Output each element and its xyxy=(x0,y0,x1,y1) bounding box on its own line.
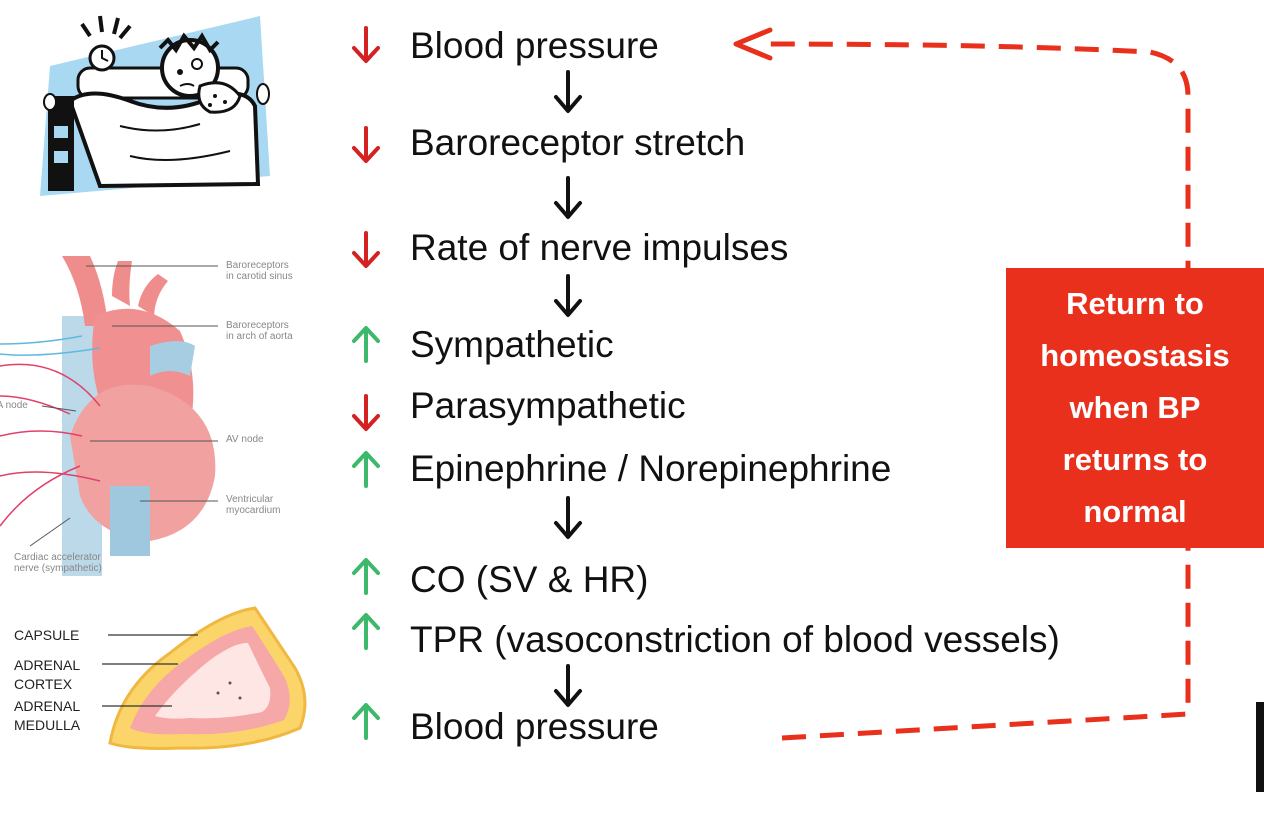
step-blood-pressure-initial: Blood pressure xyxy=(410,25,659,66)
logo-fragment xyxy=(1256,702,1264,792)
adrenal-gland-illustration xyxy=(108,606,307,750)
sleeping-person-illustration xyxy=(40,15,270,196)
decrease-arrow-icon xyxy=(352,394,380,431)
step-parasympathetic: Parasympathetic xyxy=(410,385,686,426)
label-sa-node: SA node xyxy=(0,400,28,411)
step-tpr: TPR (vasoconstriction of blood vessels) xyxy=(410,619,1060,660)
flow-arrow-icon xyxy=(554,176,582,219)
label-arch-of-aorta: Baroreceptors in arch of aorta xyxy=(226,320,293,342)
step-blood-pressure-final: Blood pressure xyxy=(410,706,659,747)
flow-arrow-icon xyxy=(554,496,582,539)
decrease-arrow-icon xyxy=(352,26,380,63)
increase-arrow-icon xyxy=(352,326,380,363)
flow-arrow-icon xyxy=(554,274,582,317)
label-adrenal-medulla: ADRENAL MEDULLA xyxy=(14,698,81,733)
flow-arrow-icon xyxy=(554,664,582,707)
label-carotid-sinus: Baroreceptors in carotid sinus xyxy=(226,260,293,282)
label-cardiac-accelerator-nerve: Cardiac accelerator nerve (sympathetic) xyxy=(14,552,102,574)
label-av-node: AV node xyxy=(226,434,264,445)
step-sympathetic: Sympathetic xyxy=(410,324,614,365)
step-epinephrine-norepinephrine: Epinephrine / Norepinephrine xyxy=(410,448,892,489)
return-to-homeostasis-box: Return to homeostasis when BP returns to… xyxy=(1006,268,1264,548)
increase-arrow-icon xyxy=(352,703,380,740)
step-rate-of-nerve-impulses: Rate of nerve impulses xyxy=(410,227,789,268)
label-adrenal-cortex: ADRENAL CORTEX xyxy=(14,657,81,692)
decrease-arrow-icon xyxy=(352,126,380,163)
label-ventricular-myocardium: Ventricular myocardium xyxy=(226,494,281,516)
increase-arrow-icon xyxy=(352,558,380,595)
flow-arrow-icon xyxy=(554,70,582,113)
decrease-arrow-icon xyxy=(352,231,380,268)
label-capsule: CAPSULE xyxy=(14,627,80,643)
return-to-homeostasis-label: Return to homeostasis when BP returns to… xyxy=(1040,286,1230,529)
increase-arrow-icon xyxy=(352,613,380,650)
heart-anatomy-illustration xyxy=(0,256,218,576)
step-cardiac-output: CO (SV & HR) xyxy=(410,559,649,600)
step-baroreceptor-stretch: Baroreceptor stretch xyxy=(410,122,746,163)
increase-arrow-icon xyxy=(352,451,380,488)
